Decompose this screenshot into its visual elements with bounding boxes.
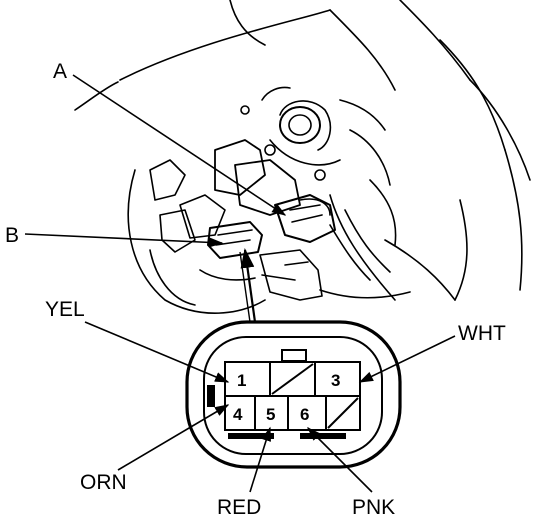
wht-leader: [358, 335, 456, 383]
wire-label-wht: WHT: [458, 322, 506, 345]
steering-column-illustration: [74, 0, 531, 314]
lock-tab: [281, 349, 307, 362]
orn-leader: [117, 404, 230, 471]
callout-a-label: A: [53, 60, 67, 83]
pin-number-1: 1: [237, 371, 246, 390]
pin-number-4: 4: [233, 405, 243, 424]
blank-cavity-mark: [271, 363, 314, 395]
connector-b-pointer: [240, 248, 257, 323]
wire-label-pnk: PNK: [352, 496, 395, 519]
wire-label-yel: YEL: [45, 298, 85, 321]
pin-number-6: 6: [300, 405, 309, 424]
wire-label-red: RED: [217, 496, 261, 519]
pnk-leader: [306, 426, 373, 493]
connector-face: 1 3 4 5 6: [185, 320, 402, 469]
callout-b-label: B: [5, 224, 19, 247]
red-leader: [249, 426, 271, 493]
yel-leader: [84, 321, 230, 383]
terminal-cell-6: [287, 395, 327, 431]
callout-b-leader: [24, 233, 224, 248]
wire-label-orn: ORN: [80, 471, 127, 494]
blank-cavity-mark: [327, 397, 359, 429]
callout-a-leader: [72, 74, 287, 216]
pin-number-3: 3: [331, 371, 340, 390]
pin-number-5: 5: [266, 405, 275, 424]
terminal-cell-1: [224, 361, 271, 397]
